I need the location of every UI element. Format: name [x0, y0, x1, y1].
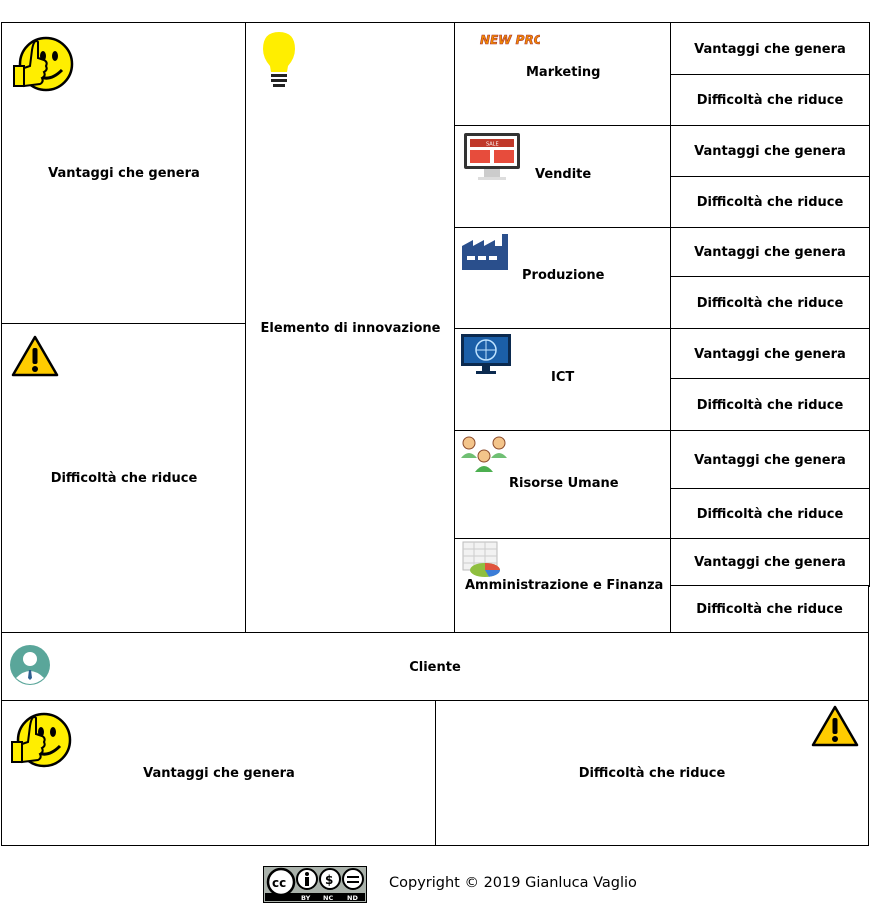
risorse-umane-difficulties-cell: Difficoltà che riduce — [670, 488, 870, 540]
marketing-advantages-label: Vantaggi che genera — [694, 41, 846, 57]
svg-text:ND: ND — [347, 894, 358, 902]
area-label-amministrazione: Amministrazione e Finanza — [465, 578, 664, 593]
produzione-advantages-label: Vantaggi che genera — [694, 245, 846, 260]
area-label-produzione: Produzione — [522, 268, 605, 283]
marketing-difficulties-label: Difficoltà che riduce — [696, 93, 844, 108]
risorse-umane-advantages-label: Vantaggi che genera — [694, 452, 846, 468]
vendite-difficulties-label: Difficoltà che riduce — [696, 195, 844, 210]
svg-text:NEW PRODUCT: NEW PRODUCT — [480, 33, 540, 47]
customer-advantages-box: Vantaggi che genera — [1, 700, 437, 846]
customer-avatar-icon — [9, 644, 51, 686]
customer-difficulties-label: Difficoltà che riduce — [578, 765, 726, 781]
ict-monitor-icon — [461, 334, 513, 376]
area-box-risorse-umane — [454, 430, 672, 540]
ict-advantages-label: Vantaggi che genera — [694, 346, 846, 362]
amministrazione-difficulties-cell: Difficoltà che riduce — [670, 585, 869, 634]
thumbs-up-smiley-icon — [10, 30, 74, 92]
customer-warning-icon — [810, 704, 860, 748]
area-box-marketing — [454, 22, 672, 127]
vendite-advantages-label: Vantaggi che genera — [694, 144, 846, 159]
ict-difficulties-label: Difficoltà che riduce — [696, 397, 844, 413]
customer-difficulties-box: Difficoltà che riduce — [435, 700, 869, 846]
innovation-element-label: Elemento di innovazione — [260, 320, 441, 336]
amministrazione-advantages-label: Vantaggi che genera — [694, 555, 846, 570]
amministrazione-difficulties-label: Difficoltà che riduce — [696, 602, 843, 617]
ict-advantages-cell: Vantaggi che genera — [670, 328, 870, 380]
customer-thumbs-up-smiley-icon — [8, 706, 72, 768]
vendite-difficulties-cell: Difficoltà che riduce — [670, 176, 870, 229]
left-difficulties-label: Difficoltà che riduce — [50, 471, 198, 486]
lightbulb-icon — [260, 30, 298, 90]
sale-monitor-icon: SALE — [462, 131, 522, 183]
svg-text:cc: cc — [272, 876, 286, 890]
area-label-vendite: Vendite — [535, 167, 592, 182]
left-advantages-label-area: Vantaggi che genera — [1, 22, 247, 325]
customer-advantages-label: Vantaggi che genera — [143, 765, 295, 781]
customer-box: Cliente — [1, 632, 869, 702]
produzione-difficulties-cell: Difficoltà che riduce — [670, 276, 870, 330]
customer-label: Cliente — [409, 659, 461, 675]
marketing-advantages-cell: Vantaggi che genera — [670, 22, 870, 76]
left-difficulties-label-area: Difficoltà che riduce — [1, 323, 247, 634]
innovation-element-box: Elemento di innovazione — [245, 22, 456, 634]
area-label-risorse-umane: Risorse Umane — [509, 476, 619, 491]
new-product-icon: NEW PRODUCT — [460, 30, 582, 64]
area-label-ict: ICT — [551, 370, 575, 385]
spreadsheet-chart-icon — [461, 540, 503, 580]
left-advantages-label: Vantaggi che genera — [48, 166, 200, 181]
factory-icon — [461, 232, 511, 272]
risorse-umane-advantages-cell: Vantaggi che genera — [670, 430, 870, 490]
cc-by-nc-nd-badge[interactable]: cc $ BY NC ND — [263, 866, 367, 903]
amministrazione-advantages-cell: Vantaggi che genera — [670, 538, 870, 587]
ict-difficulties-cell: Difficoltà che riduce — [670, 378, 870, 432]
marketing-difficulties-cell: Difficoltà che riduce — [670, 74, 870, 127]
produzione-difficulties-label: Difficoltà che riduce — [696, 295, 844, 311]
svg-text:BY: BY — [301, 894, 311, 902]
risorse-umane-difficulties-label: Difficoltà che riduce — [696, 506, 844, 522]
copyright-text: Copyright © 2019 Gianluca Vaglio — [389, 875, 637, 891]
produzione-advantages-cell: Vantaggi che genera — [670, 227, 870, 278]
svg-text:SALE: SALE — [486, 142, 499, 148]
people-icon — [459, 434, 509, 474]
warning-icon — [10, 334, 60, 378]
vendite-advantages-cell: Vantaggi che genera — [670, 125, 870, 178]
svg-text:$: $ — [325, 873, 333, 887]
area-label-marketing: Marketing — [526, 65, 601, 80]
svg-text:NC: NC — [323, 894, 333, 902]
